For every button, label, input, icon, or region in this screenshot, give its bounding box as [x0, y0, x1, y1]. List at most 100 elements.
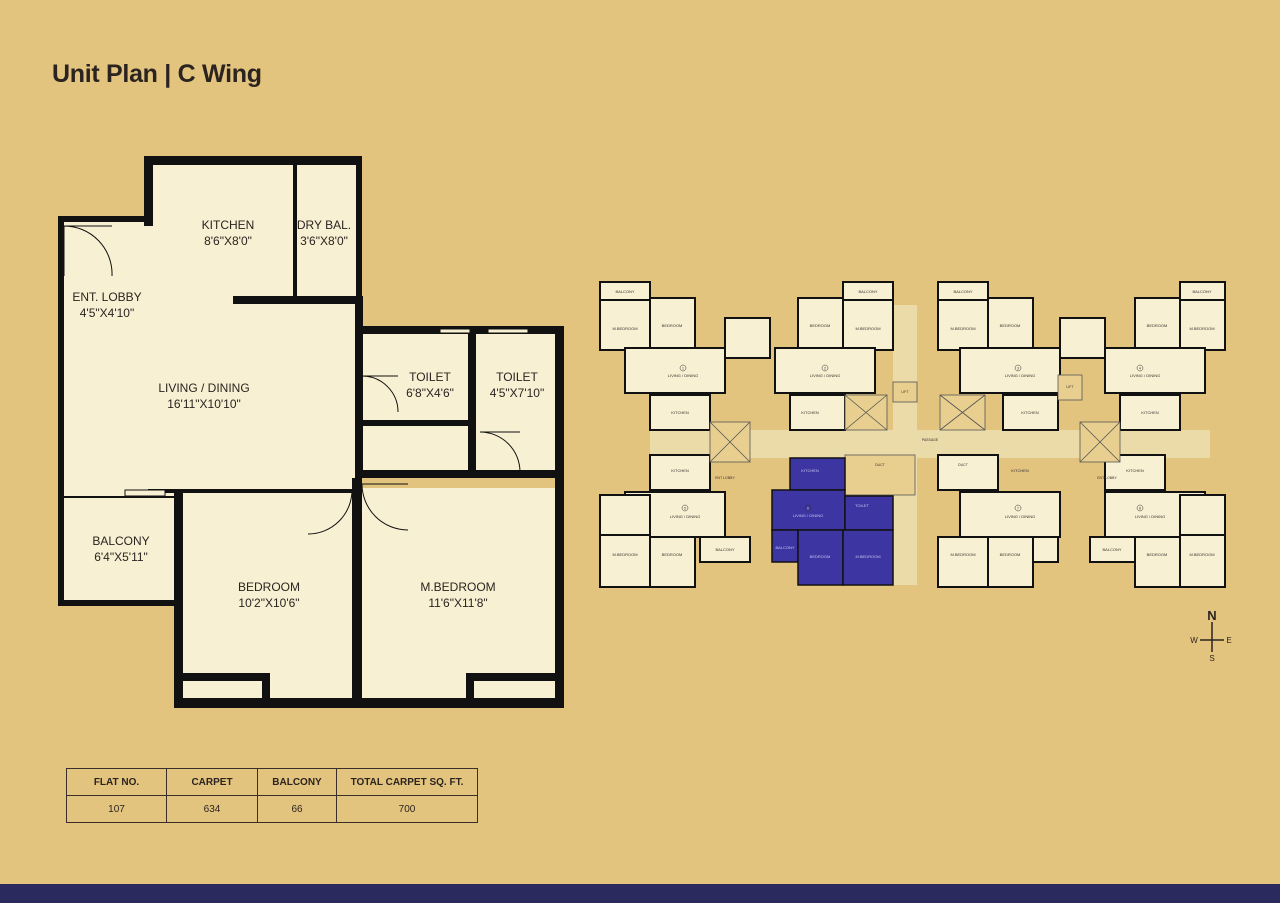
unit-floor-plan: KITCHEN 8'6"X8'0" DRY BAL. 3'6"X8'0" ENT…: [58, 156, 564, 708]
room-size-bedroom: 10'2"X10'6": [238, 596, 299, 610]
kp-label-bedroom-7: BEDROOM: [1147, 552, 1168, 557]
kp-label-balcony-107: BALCONY: [775, 545, 794, 550]
area-table-cell: 634: [166, 795, 258, 823]
kp-label-bedroom: BEDROOM: [662, 323, 683, 328]
kp-label-bedroom-107: BEDROOM: [810, 554, 831, 559]
room-label-toilet-1: TOILET: [409, 370, 451, 384]
walls: [58, 156, 564, 708]
compass-icon: N S E W: [1190, 608, 1231, 663]
kp-flat-no-5: 5: [684, 507, 686, 511]
room-size-dry-bal: 3'6"X8'0": [300, 234, 348, 248]
area-table-header: FLAT NO.: [66, 768, 167, 796]
kp-label-kitchen-2: KITCHEN: [801, 410, 819, 415]
kp-label-kitchen: KITCHEN: [671, 410, 689, 415]
kp-label-m-bedroom-3: M.BEDROOM: [950, 326, 975, 331]
kp-label-living-5: LIVING / DINING: [670, 514, 700, 519]
kp-label-living-6: LIVING / DINING: [1005, 514, 1035, 519]
kp-flat-no-4: 4: [1139, 367, 1141, 371]
room-label-kitchen: KITCHEN: [202, 218, 255, 232]
kp-label-lift-2: LIFT: [1066, 385, 1074, 389]
area-table-header: CARPET: [166, 768, 258, 796]
kp-label-kitchen-107: KITCHEN: [801, 468, 819, 473]
room-size-ent-lobby: 4'5"X4'10": [80, 306, 134, 320]
kp-label-m-bedroom-4: M.BEDROOM: [1189, 326, 1214, 331]
room-size-m-bedroom: 11'6"X11'8": [428, 596, 487, 610]
kp-label-living-4: LIVING / DINING: [1130, 373, 1160, 378]
compass-s: S: [1209, 654, 1214, 663]
kp-label-balcony: BALCONY: [615, 289, 634, 294]
footer-bar: [0, 884, 1280, 903]
kp-label-kitchen-7: KITCHEN: [1126, 468, 1144, 473]
key-plan-stair: [893, 305, 917, 585]
kp-label-balcony-5: BALCONY: [715, 547, 734, 552]
kp-label-m-bedroom-5: M.BEDROOM: [612, 552, 637, 557]
compass-w: W: [1190, 636, 1198, 645]
kp-label-balcony-7: BALCONY: [1102, 547, 1121, 552]
kitchen-room: [148, 160, 360, 300]
kp-flat-number-circles: [679, 364, 1144, 512]
kp-label-ent-lobby: ENT LOBBY: [715, 476, 735, 480]
kp-label-kitchen-5: KITCHEN: [671, 468, 689, 473]
kp-label-passage: PASSAGE: [922, 438, 939, 442]
room-label-m-bedroom: M.BEDROOM: [420, 580, 495, 594]
area-table-cell: 700: [336, 795, 478, 823]
kp-flat-no-3: 3: [1017, 367, 1019, 371]
kp-flat-no-7: 7: [1017, 507, 1019, 511]
area-table: FLAT NO. CARPET BALCONY TOTAL CARPET SQ.…: [66, 768, 478, 823]
kp-label-ent-lobby-2: ENT LOBBY: [1097, 476, 1117, 480]
key-plan-bottom-flats: [599, 454, 1226, 588]
room-label-dry-bal: DRY BAL.: [297, 218, 351, 232]
room-size-kitchen: 8'6"X8'0": [204, 234, 252, 248]
kp-label-kitchen-4: KITCHEN: [1141, 410, 1159, 415]
room-size-toilet-2: 4'5"X7'10": [490, 386, 544, 400]
page-title: Unit Plan | C Wing: [52, 60, 262, 88]
kp-label-lift: LIFT: [901, 390, 909, 394]
kp-label-m-bedroom-6: M.BEDROOM: [950, 552, 975, 557]
room-size-toilet-1: 6'8"X4'6": [406, 386, 454, 400]
living-room: [62, 300, 362, 495]
kp-flat-no-6: 6: [807, 507, 809, 511]
kp-flat-no-8: 8: [1139, 507, 1141, 511]
kp-label-balcony-2: BALCONY: [858, 289, 877, 294]
room-label-living: LIVING / DINING: [158, 381, 249, 395]
room-size-living: 16'11"X10'10": [167, 397, 241, 411]
area-table-cell: 66: [257, 795, 337, 823]
kp-label-living: LIVING / DINING: [668, 373, 698, 378]
kp-label-living-2: LIVING / DINING: [810, 373, 840, 378]
area-table-header: TOTAL CARPET SQ. FT.: [336, 768, 478, 796]
room-label-balcony: BALCONY: [92, 534, 149, 548]
balcony-room: [62, 495, 178, 603]
kp-flat-no-2: 2: [824, 367, 826, 371]
kp-label-kitchen-3: KITCHEN: [1021, 410, 1039, 415]
kp-label-living-107: LIVING / DINING: [793, 513, 823, 518]
kp-label-m-bedroom-107: M.BEDROOM: [855, 554, 880, 559]
kp-label-bedroom-6: BEDROOM: [1000, 552, 1021, 557]
kp-label-bedroom-4: BEDROOM: [1147, 323, 1168, 328]
room-label-ent-lobby: ENT. LOBBY: [72, 290, 141, 304]
key-plan-top-flats: [599, 281, 1226, 431]
compass-n: N: [1207, 608, 1216, 623]
kp-label-m-bedroom-2: M.BEDROOM: [855, 326, 880, 331]
kp-label-balcony-4: BALCONY: [1192, 289, 1211, 294]
area-table-row: 107 634 66 700: [66, 795, 478, 823]
kp-label-balcony-3: BALCONY: [953, 289, 972, 294]
area-table-cell: 107: [66, 795, 167, 823]
key-plan-ducts: [709, 374, 1121, 496]
key-plan: BALCONY M.BEDROOM BEDROOM LIVING / DININ…: [599, 281, 1226, 588]
room-label-toilet-2: TOILET: [496, 370, 538, 384]
kp-label-kitchen-6: KITCHEN: [1011, 468, 1029, 473]
kp-label-duct-2: DUCT: [958, 463, 969, 467]
compass-e: E: [1226, 636, 1231, 645]
area-table-header-row: FLAT NO. CARPET BALCONY TOTAL CARPET SQ.…: [66, 768, 478, 796]
kp-label-bedroom-2: BEDROOM: [810, 323, 831, 328]
kp-label-living-7: LIVING / DINING: [1135, 514, 1165, 519]
room-size-balcony: 6'4"X5'11": [94, 550, 148, 564]
room-label-bedroom: BEDROOM: [238, 580, 300, 594]
kp-label-living-3: LIVING / DINING: [1005, 373, 1035, 378]
kp-label-toilet-107: TOILET: [855, 503, 869, 508]
kp-label-m-bedroom-7: M.BEDROOM: [1189, 552, 1214, 557]
kp-label-bedroom-5: BEDROOM: [662, 552, 683, 557]
area-table-header: BALCONY: [257, 768, 337, 796]
windows: [124, 328, 529, 497]
